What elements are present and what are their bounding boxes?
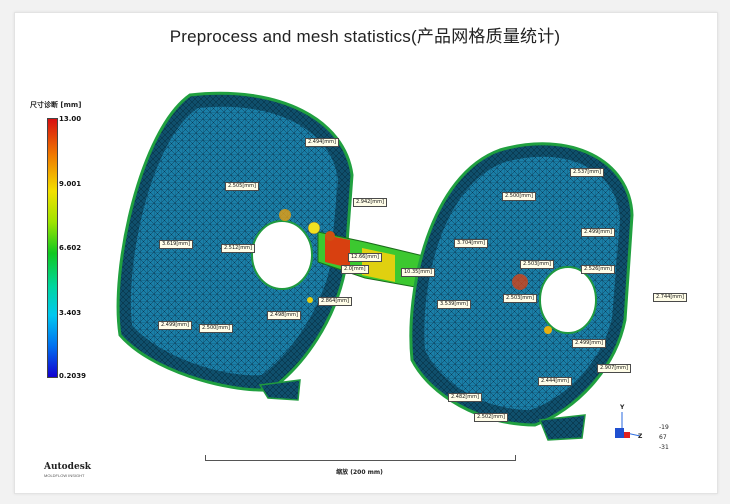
legend-tick-min: 0.2039 — [59, 372, 87, 380]
mesh-label: 2.498[mm] — [267, 311, 301, 320]
legend-tick-3: 6.602 — [59, 244, 82, 252]
mesh-label: 2.499[mm] — [581, 228, 615, 237]
autodesk-logo-sub: MOLDFLOW INSIGHT — [44, 473, 85, 478]
mesh-label: 3.619[mm] — [159, 240, 193, 249]
mesh-label: 2.512[mm] — [221, 244, 255, 253]
mesh-label: 2.907[mm] — [597, 364, 631, 373]
axis-triad — [615, 412, 641, 438]
mesh-label: 3.704[mm] — [454, 239, 488, 248]
legend-color-bar — [47, 118, 58, 378]
mesh-label: 2.503[mm] — [520, 260, 554, 269]
mesh-label: 2.537[mm] — [570, 168, 604, 177]
mesh-label: 2.500[mm] — [502, 192, 536, 201]
scale-label: 缩放 (200 mm) — [336, 469, 383, 476]
legend-tick-max: 13.00 — [59, 115, 82, 123]
mesh-label: 2.744[mm] — [653, 293, 687, 302]
legend-tick-4: 3.403 — [59, 309, 82, 317]
mesh-label: 2.499[mm] — [158, 321, 192, 330]
mesh-label: 2.482[mm] — [448, 393, 482, 402]
legend-title: 尺寸诊断 [mm] — [30, 101, 82, 109]
axis-z-label: Z — [638, 433, 643, 440]
mesh-label: 2.864[mm] — [318, 297, 352, 306]
axis-value-1: -19 — [659, 424, 669, 431]
mesh-label: 2.499[mm] — [572, 339, 606, 348]
axis-value-3: -31 — [659, 444, 669, 451]
mesh-label: 2.505[mm] — [225, 182, 259, 191]
mesh-label: 10.35[mm] — [401, 268, 435, 277]
right-part — [409, 142, 634, 441]
mesh-label: 2.494[mm] — [305, 138, 339, 147]
mesh-label: 2.526[mm] — [581, 265, 615, 274]
mesh-label: 12.66[mm] — [348, 253, 382, 262]
page-title: Preprocess and mesh statistics(产品网格质量统计) — [169, 27, 561, 46]
scale-bar — [205, 455, 516, 461]
axis-y-label: Y — [620, 404, 625, 411]
mesh-label: 2.0[mm] — [341, 265, 369, 274]
mesh-label: 3.539[mm] — [437, 300, 471, 309]
mesh-label: 2.500[mm] — [199, 324, 233, 333]
mesh-label: 2.444[mm] — [538, 377, 572, 386]
mesh-label: 2.503[mm] — [503, 294, 537, 303]
mesh-label: 2.942[mm] — [353, 198, 387, 207]
mesh-label: 2.502[mm] — [474, 413, 508, 422]
legend-tick-2: 9.001 — [59, 180, 82, 188]
axis-value-2: 67 — [659, 434, 667, 441]
autodesk-logo: Autodesk — [44, 462, 92, 472]
